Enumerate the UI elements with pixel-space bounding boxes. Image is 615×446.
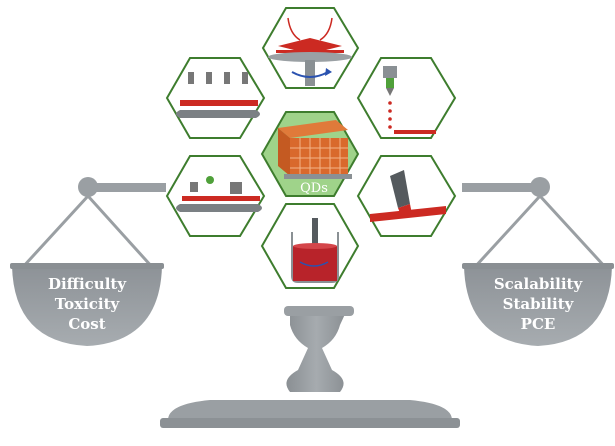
right-pan-line-2: Stability [503,295,575,313]
qds-label: QDs [300,181,328,196]
left-pan: Difficulty Toxicity Cost [10,194,164,346]
scale-beam [78,177,550,197]
quantum-dot-array-icon [278,120,352,179]
slot-die-coating-icon [370,170,446,222]
right-pan-line-3: PCE [521,315,556,333]
left-pan-line-2: Toxicity [55,295,121,313]
hex-quantum-dots: QDs [260,111,360,197]
right-pan: Scalability Stability PCE [462,194,614,346]
blade-coating-icon [176,72,260,118]
scale-stand [160,306,460,428]
hex-blade-coating [165,57,266,139]
hex-spin-coating [261,7,360,89]
hex-roll-to-roll [165,155,266,237]
left-pan-line-3: Cost [68,315,105,333]
dip-coating-icon [291,218,339,283]
right-pan-line-1: Scalability [494,275,584,293]
spin-coating-icon [268,17,352,86]
roll-to-roll-printing-icon [176,176,262,212]
hex-slot-die-coating [356,155,457,237]
inkjet-printing-icon [383,66,436,134]
hex-inkjet-printing [356,57,457,139]
left-pan-line-1: Difficulty [48,275,127,293]
hex-dip-coating [260,203,360,289]
